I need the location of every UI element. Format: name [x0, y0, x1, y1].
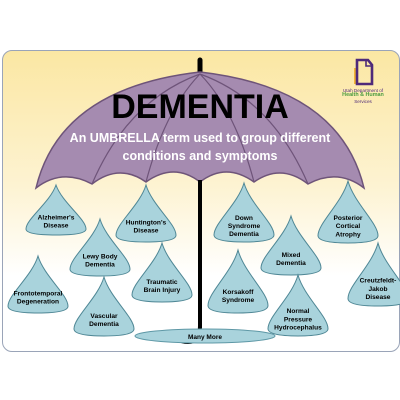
raindrop-label-line: Dementia — [276, 260, 306, 267]
logo-line-2: Health & Human — [342, 92, 384, 98]
raindrop-label-line: Normal — [287, 308, 310, 315]
raindrop-label-line: Atrophy — [335, 231, 361, 238]
raindrop-shape — [260, 214, 322, 276]
raindrop-label-line: Disease — [44, 223, 69, 230]
subtitle-line-1: An UMBRELLA term used to group different — [70, 131, 331, 145]
raindrop-shape — [69, 217, 131, 277]
raindrop-label-line: Down — [235, 215, 253, 222]
raindrop-shape — [115, 183, 177, 243]
title: DEMENTIA — [111, 88, 289, 126]
raindrop-label-line: Alzheimer's — [38, 214, 75, 221]
raindrop-label-line: Cortical — [336, 223, 361, 230]
raindrop-label-line: Dementia — [89, 321, 119, 328]
raindrop-label-line: Mixed — [282, 252, 301, 259]
logo-line-1: Utah Department of — [342, 88, 384, 93]
puddle-label: Many More — [188, 334, 222, 341]
raindrop-label-line: Disease — [366, 294, 391, 301]
raindrop-label-line: Disease — [134, 228, 159, 235]
agency-logo: Utah Department of Health & Human Servic… — [332, 56, 394, 118]
raindrop-label-line: Syndrome — [222, 297, 255, 304]
raindrop-label-line: Traumatic — [146, 279, 177, 286]
raindrop-label-line: Korsakoff — [223, 289, 255, 296]
raindrop-label-line: Pressure — [284, 316, 313, 323]
raindrop-shape — [213, 181, 275, 243]
raindrop-label-line: Syndrome — [228, 223, 261, 230]
raindrop-shape — [7, 254, 69, 314]
umbrella-rib — [199, 73, 309, 185]
logo-line-3: Services — [354, 99, 372, 104]
puddle — [134, 328, 276, 344]
umbrella-rib — [91, 73, 201, 185]
raindrop-label-line: Hydrocephalus — [274, 325, 322, 332]
raindrop-label-line: Brain Injury — [144, 287, 181, 294]
raindrop-shape — [131, 241, 193, 303]
raindrop-label-line: Dementia — [85, 262, 115, 269]
raindrop-shape — [317, 179, 379, 244]
umbrella-rib — [199, 73, 255, 183]
raindrop-label-line: Vascular — [90, 313, 118, 320]
raindrop-label-line: Posterior — [334, 215, 363, 222]
raindrop-label-line: Huntington's — [126, 219, 167, 226]
raindrop-label-line: Lewy Body — [83, 253, 118, 260]
raindrop-shape — [207, 248, 269, 314]
raindrop-label-line: Creutzfeldt- — [360, 278, 397, 285]
raindrop-shape — [25, 183, 87, 236]
house-logo-icon — [354, 58, 374, 86]
raindrop-label-line: Jakob — [368, 286, 387, 293]
raindrop-label-line: Dementia — [229, 231, 259, 238]
umbrella-rib — [145, 73, 201, 183]
raindrop-shape — [73, 275, 135, 337]
subtitle-line-2: conditions and symptoms — [123, 149, 278, 163]
raindrop-label-line: Degeneration — [17, 299, 59, 306]
raindrop-shape — [267, 273, 329, 337]
raindrop-shape — [347, 241, 400, 307]
raindrop-label-line: Frontotemporal — [14, 290, 63, 297]
umbrella-canopy — [34, 71, 366, 190]
